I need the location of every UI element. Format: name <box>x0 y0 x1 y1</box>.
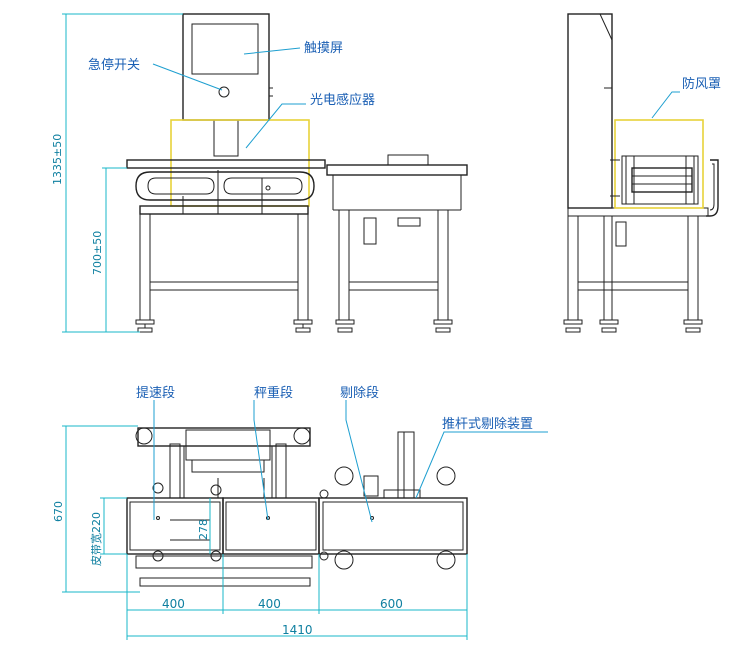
seg-400-b-label: 400 <box>258 597 281 611</box>
depth-label: 670 <box>52 501 65 522</box>
total-height-label: 1335±50 <box>51 134 64 185</box>
front-leg-right <box>297 213 309 321</box>
belt-loop <box>135 171 315 201</box>
side-cabinet <box>567 13 613 209</box>
side-view: 防风罩 <box>563 13 721 333</box>
photo-sensor-label: 光电感应器 <box>310 92 375 108</box>
reject-valve <box>363 217 377 245</box>
emergency-stop-label: 急停开关 <box>88 57 140 73</box>
table-height-label: 700±50 <box>91 231 104 275</box>
pusher-reject-device-label: 推杆式剔除装置 <box>442 417 533 432</box>
cabinet-stem <box>213 119 239 157</box>
inner-278-label: 278 <box>197 519 210 540</box>
top-upper-frame <box>137 427 311 447</box>
touchscreen <box>191 23 259 75</box>
reject-section-label: 剔除段 <box>340 386 379 401</box>
speedup-section-label: 提速段 <box>136 385 175 401</box>
front-conveyor-frame <box>126 159 326 169</box>
touchscreen-label: 触摸屏 <box>304 41 343 56</box>
emergency-stop-button <box>218 86 230 98</box>
belt-width-label: 皮带宽220 <box>89 512 103 566</box>
reject-conveyor <box>318 497 468 555</box>
front-view: 1335±50 700±50 急停开关 触摸屏 光电感应器 <box>51 13 468 333</box>
top-view: 提速段 秤重段 剔除段 推杆式剔除装置 670 皮带宽220 278 400 4… <box>52 385 548 640</box>
seg-400-a-label: 400 <box>162 597 185 611</box>
side-wind-cover-outline <box>614 119 704 209</box>
front-table-top <box>139 205 309 215</box>
weighing-conveyor <box>222 497 320 555</box>
side-table-top <box>567 207 709 217</box>
pusher-column <box>397 431 415 499</box>
total-length-label: 1410 <box>282 623 313 637</box>
reject-table-top <box>326 164 468 176</box>
front-leg-left <box>139 213 151 321</box>
wind-cover-outline <box>170 119 310 207</box>
side-guide-rail <box>706 159 719 217</box>
control-cabinet <box>182 13 270 121</box>
wind-cover-label: 防风罩 <box>682 76 721 92</box>
weighing-section-label: 秤重段 <box>254 385 293 401</box>
seg-600-label: 600 <box>380 597 403 611</box>
